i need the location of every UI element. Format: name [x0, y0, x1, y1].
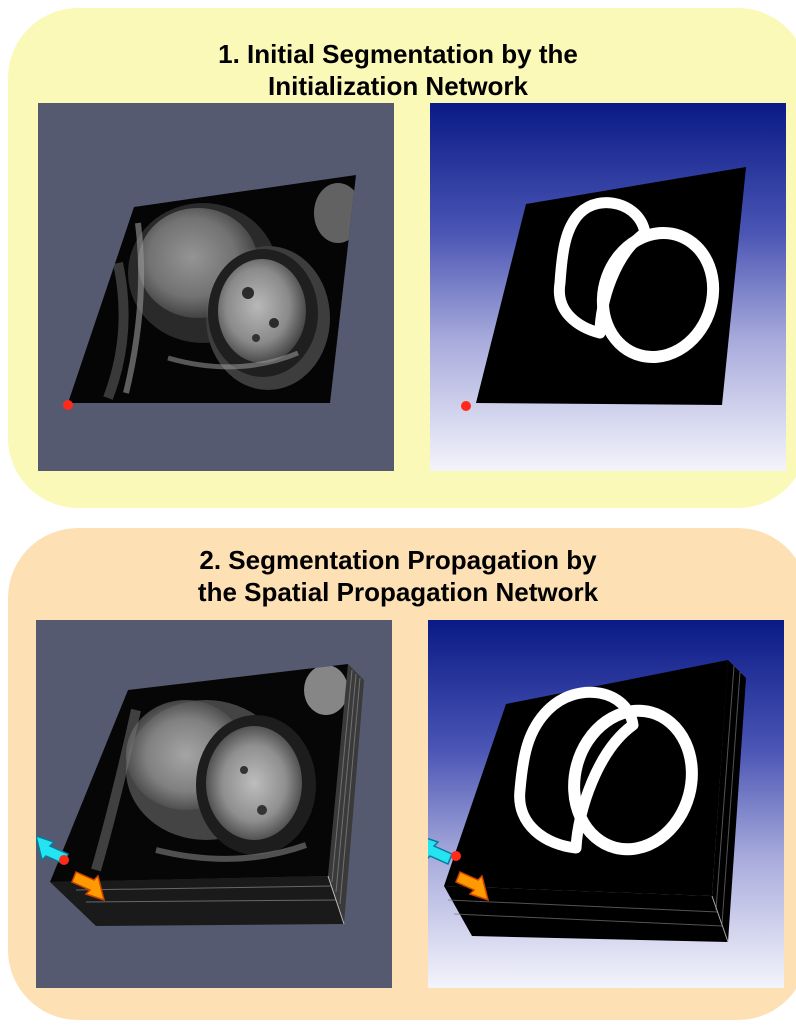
panel-1-title: 1. Initial Segmentation by the Initializ… — [0, 38, 796, 102]
panel-1-title-line-1: 1. Initial Segmentation by the — [0, 38, 796, 70]
segmentation-mask-view[interactable] — [430, 103, 786, 471]
panel-1-title-line-2: Initialization Network — [0, 70, 796, 102]
origin-marker-icon — [451, 851, 461, 861]
origin-marker-icon — [59, 855, 69, 865]
origin-marker-icon — [461, 401, 471, 411]
panel-2-title-line-1: 2. Segmentation Propagation by — [0, 544, 796, 576]
panel-2-title: 2. Segmentation Propagation by the Spati… — [0, 544, 796, 608]
origin-marker-icon — [63, 400, 73, 410]
mri-volume-view[interactable] — [36, 620, 392, 988]
segmentation-volume-image — [428, 620, 784, 988]
mri-volume-image — [36, 620, 392, 988]
mri-slice-image — [38, 103, 394, 471]
segmentation-volume-view[interactable] — [428, 620, 784, 988]
mri-slice-view[interactable] — [38, 103, 394, 471]
panel-2-title-line-2: the Spatial Propagation Network — [0, 576, 796, 608]
segmentation-mask-image — [430, 103, 786, 471]
